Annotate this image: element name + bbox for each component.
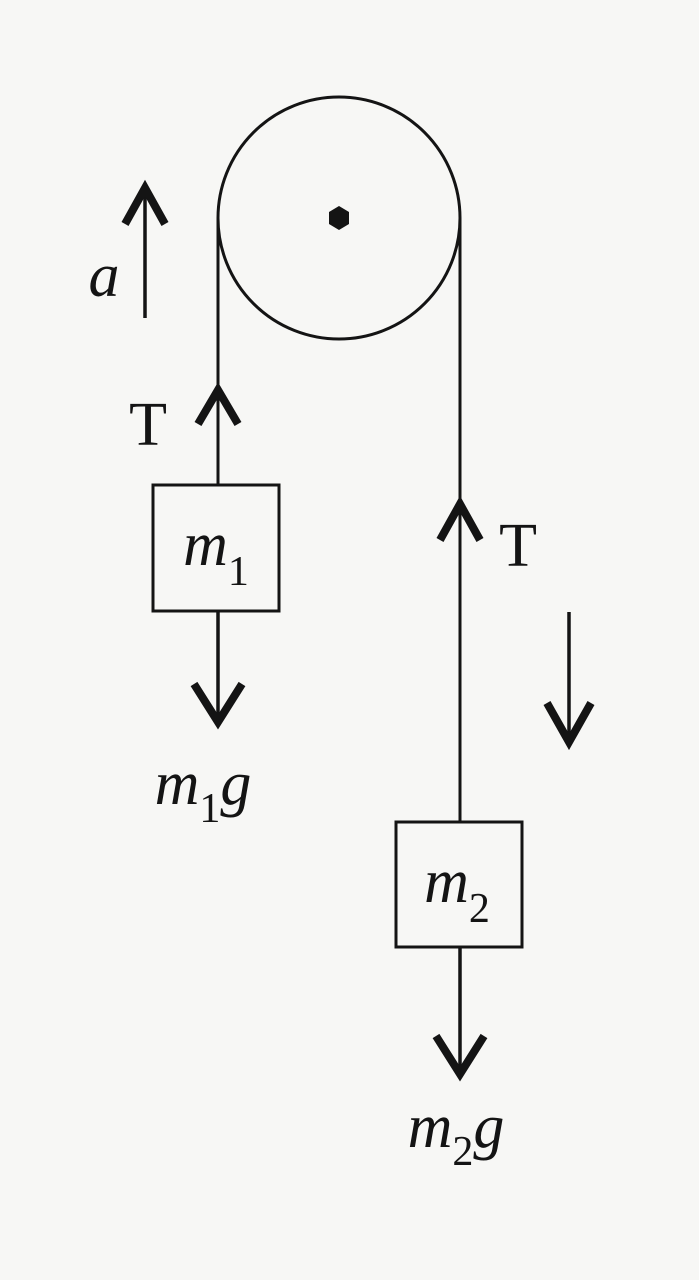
acceleration-down-arrow	[543, 612, 595, 751]
acceleration-up-arrow	[121, 179, 169, 318]
acceleration-label: a	[89, 242, 120, 310]
pulley-axle	[329, 206, 349, 230]
mass-1-label: m1	[183, 511, 249, 595]
weight-1-arrow	[190, 611, 246, 730]
weight-2-arrow	[432, 947, 488, 1082]
tension-right-label: T	[499, 512, 537, 580]
weight-1-label: m1g	[155, 750, 252, 832]
mass-1-block	[151, 483, 281, 613]
mass-2-label: m2	[424, 848, 490, 932]
tension-left-label: T	[129, 391, 167, 459]
tension-right-arrow	[436, 495, 484, 542]
weight-2-label: m2g	[408, 1093, 505, 1175]
tension-left-arrow	[194, 382, 242, 427]
